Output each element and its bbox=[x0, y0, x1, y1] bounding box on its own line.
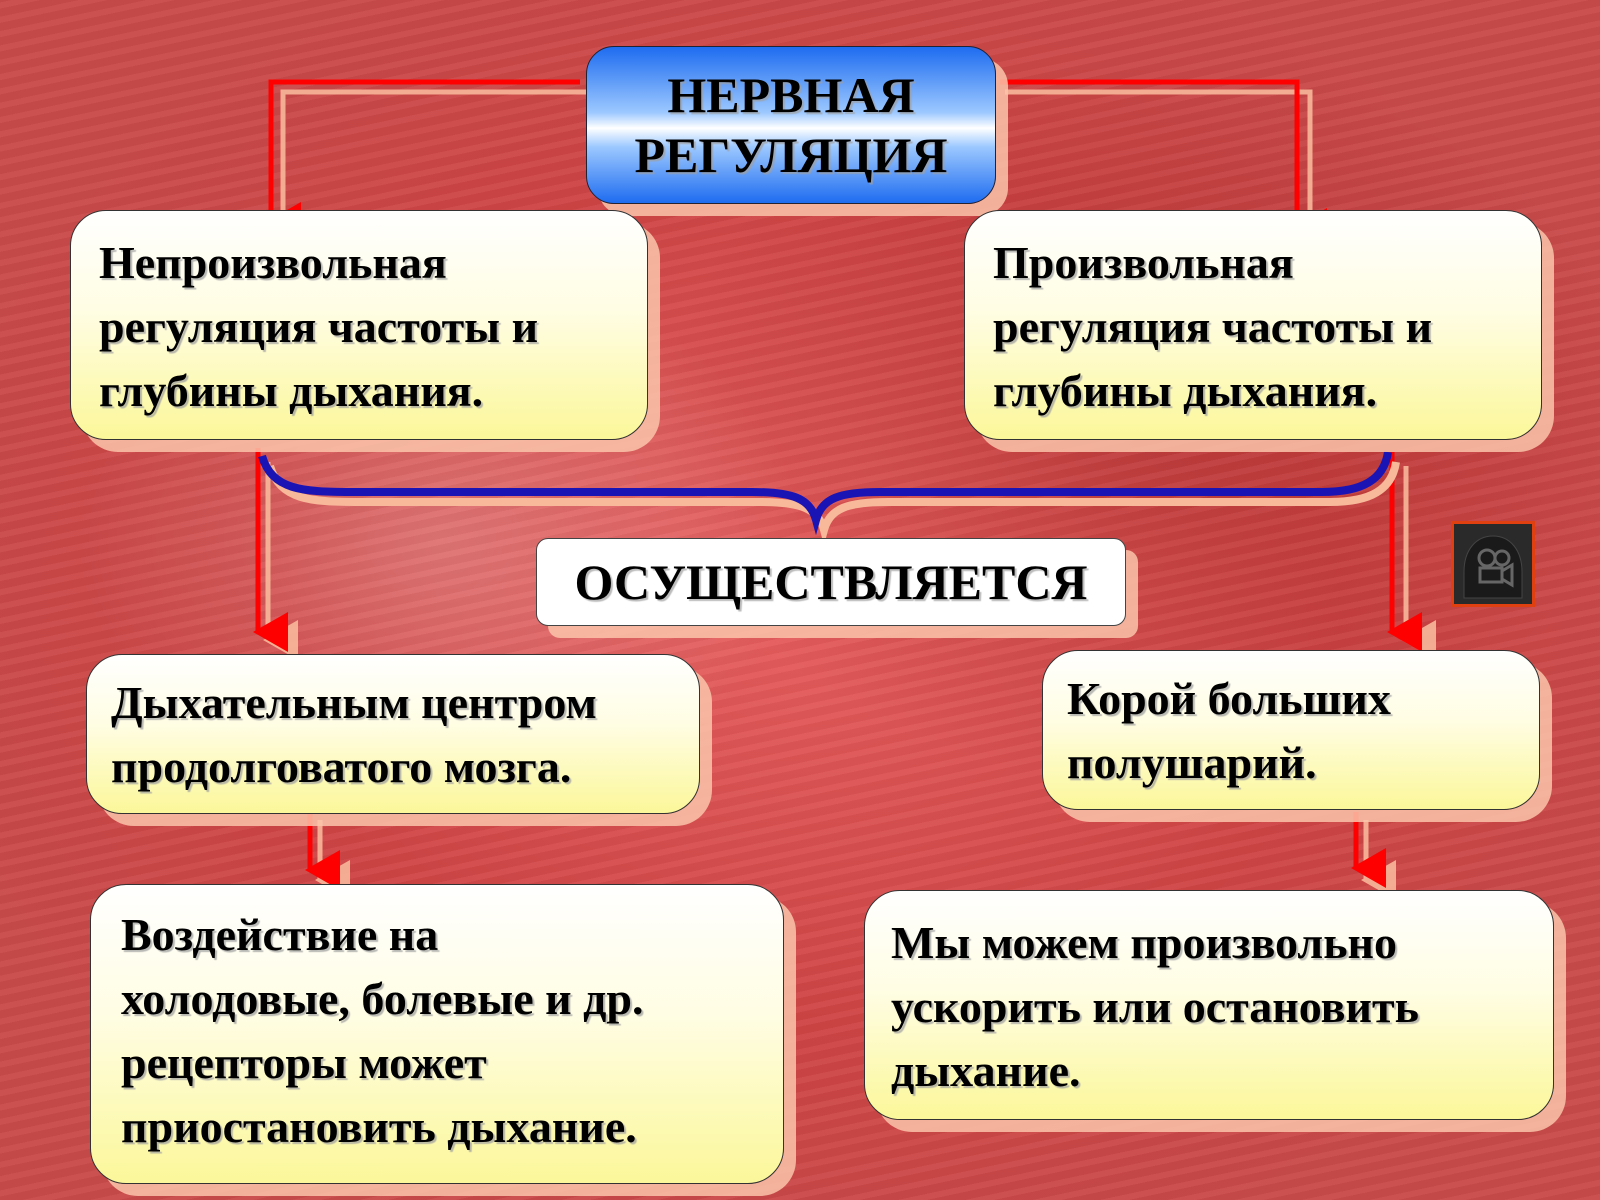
title-nervous-regulation: НЕРВНАЯ РЕГУЛЯЦИЯ bbox=[586, 46, 996, 204]
box-receptor-effect: Воздействие на холодовые, болевые и др. … bbox=[90, 884, 784, 1184]
box-involuntary-regulation: Непроизвольная регуляция частоты и глуби… bbox=[70, 210, 648, 440]
box-respiratory-center: Дыхательным центром продолговатого мозга… bbox=[86, 654, 700, 814]
box-carried-out: ОСУЩЕСТВЛЯЕТСЯ bbox=[536, 538, 1126, 626]
arrow-title-right bbox=[1000, 79, 1327, 248]
box-cerebral-cortex: Корой больших полушарий. bbox=[1042, 650, 1540, 810]
box-voluntary-effect: Мы можем произвольно ускорить или остано… bbox=[864, 890, 1554, 1120]
brace-shadow bbox=[266, 461, 1400, 546]
video-camera-icon[interactable] bbox=[1451, 521, 1535, 607]
blue-brace bbox=[258, 451, 1392, 536]
arrow-title-left bbox=[266, 79, 580, 242]
box-voluntary-regulation: Произвольная регуляция частоты и глубины… bbox=[964, 210, 1542, 440]
video-camera-glyph bbox=[1463, 535, 1523, 599]
